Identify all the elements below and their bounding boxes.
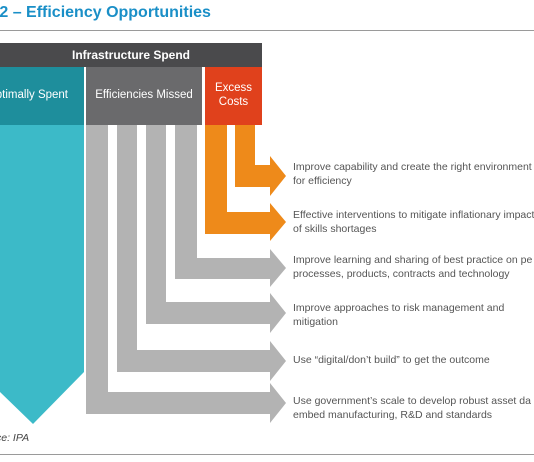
bottom-divider [0,454,534,455]
opportunity-item-3-line2: processes, products, contracts and techn… [293,267,510,280]
figure-title: e 2 – Efficiency Opportunities [0,4,211,21]
opportunity-item-2: Effective interventions to mitigate infl… [293,209,534,236]
category-efficiencies-missed-label: Efficiencies Missed [95,89,193,102]
grey-flow-4 [146,125,286,333]
category-optimally-spent-label: ptimally Spent [0,89,68,102]
orange-flow-2 [205,125,286,241]
grey-flow-6 [86,125,286,423]
orange-flow-1 [235,125,286,196]
opportunity-item-2-line2: of skills shortages [293,222,377,235]
opportunity-item-4-line2: mitigation [293,315,338,328]
category-efficiencies-missed: Efficiencies Missed [86,67,202,125]
opportunity-item-3-line1: Improve learning and sharing of best pra… [293,254,533,266]
opportunity-item-6: Use government’s scale to develop robust… [293,395,534,422]
grey-flow-5 [117,125,286,381]
category-excess-costs-label-line2: Costs [218,96,249,108]
category-optimally-spent: ptimally Spent [0,67,84,125]
top-divider [0,30,534,31]
opportunity-item-5: Use “digital/don’t build” to get the out… [293,354,534,368]
opportunity-item-1-line1: Improve capability and create the right … [293,161,532,173]
opportunity-item-6-line1: Use government’s scale to develop robust… [293,395,531,407]
opportunity-item-4: Improve approaches to risk management an… [293,302,534,329]
opportunity-item-3: Improve learning and sharing of best pra… [293,254,534,281]
opportunity-item-4-line1: Improve approaches to risk management an… [293,302,505,314]
opportunity-item-1-line2: for efficiency [293,174,352,187]
opportunity-item-1: Improve capability and create the right … [293,161,534,188]
optimally-spent-arrow [0,125,84,424]
category-excess-costs-label-line1: Excess [214,82,253,95]
opportunity-item-6-line2: embed manufacturing, R&D and standards [293,408,493,421]
source-note: ce: IPA [0,432,30,444]
opportunity-item-2-line1: Effective interventions to mitigate infl… [293,209,534,221]
infrastructure-spend-header: Infrastructure Spend [0,43,262,67]
category-excess-costs: Excess Costs [205,67,262,125]
opportunity-item-5-line1: Use “digital/don’t build” to get the out… [293,354,490,366]
grey-flow-3 [175,125,286,287]
